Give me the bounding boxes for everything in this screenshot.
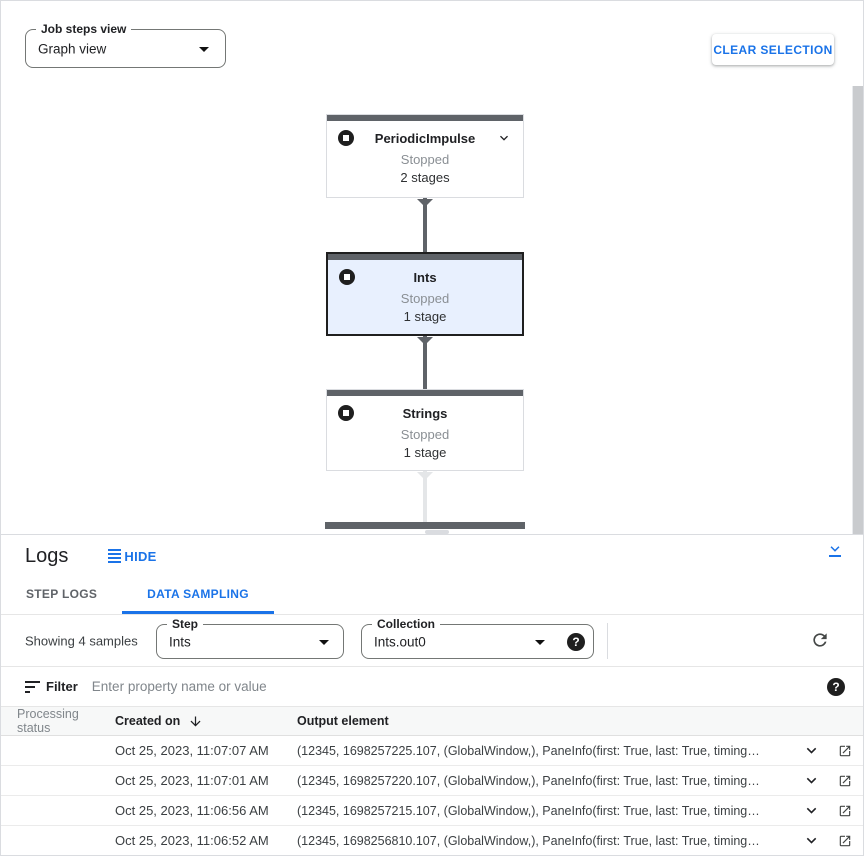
open-in-new-icon[interactable] — [838, 744, 852, 758]
created-on-cell: Oct 25, 2023, 11:07:01 AM — [115, 773, 269, 788]
expand-row-chevron-icon[interactable] — [802, 831, 821, 850]
horizontal-scrollbar[interactable] — [425, 530, 449, 534]
open-in-new-icon[interactable] — [838, 774, 852, 788]
column-output-element: Output element — [297, 714, 389, 728]
transform-icon — [338, 405, 354, 421]
table-row: Oct 25, 2023, 11:07:07 AM (12345, 169825… — [1, 736, 863, 766]
collection-select[interactable]: Collection Ints.out0 ? — [361, 617, 594, 659]
open-in-new-icon[interactable] — [838, 804, 852, 818]
graph-node-strings[interactable]: Strings Stopped 1 stage — [326, 389, 524, 471]
filter-input[interactable] — [91, 679, 827, 694]
node-title-spacer — [496, 405, 512, 421]
table-header: Processing status Created on Output elem… — [1, 707, 863, 736]
output-element-cell: (12345, 1698257220.107, (GlobalWindow,),… — [297, 773, 760, 788]
node-title: Ints — [413, 269, 437, 285]
clear-selection-button[interactable]: CLEAR SELECTION — [712, 34, 834, 65]
step-select[interactable]: Step Ints — [156, 617, 344, 659]
expand-row-chevron-icon[interactable] — [802, 771, 821, 790]
refresh-button[interactable] — [809, 630, 831, 652]
help-icon[interactable]: ? — [827, 677, 845, 696]
created-on-cell: Oct 25, 2023, 11:07:07 AM — [115, 743, 269, 758]
sampling-controls-row: Showing 4 samples Step Ints Collection I… — [1, 615, 863, 667]
table-row: Oct 25, 2023, 11:07:01 AM (12345, 169825… — [1, 766, 863, 796]
filter-label: Filter — [46, 679, 78, 694]
node-title: Strings — [402, 405, 448, 421]
node-top-bar — [327, 115, 523, 121]
refresh-icon — [813, 633, 827, 647]
chevron-down-icon[interactable] — [496, 130, 512, 146]
transform-icon — [339, 269, 355, 285]
hide-logs-button[interactable]: HIDE — [108, 549, 156, 564]
partial-node-top-bar — [325, 522, 525, 529]
output-element-cell: (12345, 1698256810.107, (GlobalWindow,),… — [297, 833, 760, 848]
node-top-bar — [328, 254, 522, 260]
table-row: Oct 25, 2023, 11:06:52 AM (12345, 169825… — [1, 826, 863, 855]
expand-row-chevron-icon[interactable] — [802, 741, 821, 760]
open-in-new-icon[interactable] — [838, 834, 852, 848]
node-status: Stopped — [400, 427, 450, 442]
graph-node-periodicimpulse[interactable]: PeriodicImpulse Stopped 2 stages — [326, 114, 524, 198]
logs-title: Logs — [25, 544, 69, 567]
node-stages: 1 stage — [403, 309, 447, 324]
output-element-cell: (12345, 1698257225.107, (GlobalWindow,),… — [297, 743, 760, 758]
graph-edge — [423, 336, 427, 389]
tab-data-sampling[interactable]: DATA SAMPLING — [122, 577, 274, 614]
filter-icon — [25, 680, 40, 693]
table-row: Oct 25, 2023, 11:06:56 AM (12345, 169825… — [1, 796, 863, 826]
showing-samples-text: Showing 4 samples — [25, 633, 138, 648]
column-created-on[interactable]: Created on — [115, 714, 297, 729]
column-processing-status: Processing status — [17, 707, 79, 735]
stack-lines-icon — [108, 549, 122, 563]
node-title: PeriodicImpulse — [374, 130, 476, 146]
job-steps-view-value: Graph view — [38, 41, 107, 56]
output-element-cell: (12345, 1698257215.107, (GlobalWindow,),… — [297, 803, 760, 818]
created-on-cell: Oct 25, 2023, 11:06:52 AM — [115, 833, 269, 848]
job-steps-view-label: Job steps view — [36, 22, 132, 37]
node-title-spacer — [495, 269, 511, 285]
transform-icon — [338, 130, 354, 146]
caret-down-icon — [199, 46, 209, 52]
graph-edge — [423, 471, 427, 523]
node-stages: 1 stage — [403, 445, 447, 460]
node-status: Stopped — [400, 152, 450, 167]
sort-arrow-down-icon — [188, 714, 203, 729]
collapse-panel-button[interactable] — [826, 544, 844, 557]
node-stages: 2 stages — [400, 170, 450, 185]
filter-row: Filter ? — [1, 667, 863, 707]
job-steps-view-select[interactable]: Job steps view Graph view — [25, 22, 226, 68]
help-icon[interactable]: ? — [567, 632, 585, 651]
divider — [607, 623, 608, 659]
logs-tabs: STEP LOGS DATA SAMPLING — [1, 577, 863, 615]
caret-down-icon — [319, 639, 329, 645]
collapse-down-icon — [830, 546, 840, 552]
logs-header: Logs HIDE — [1, 535, 863, 577]
node-status: Stopped — [400, 291, 450, 306]
graph-node-ints[interactable]: Ints Stopped 1 stage — [326, 252, 524, 336]
logs-panel: Logs HIDE STEP LOGS DATA SAMPLING Showin… — [1, 534, 863, 855]
tab-step-logs[interactable]: STEP LOGS — [26, 587, 98, 601]
node-top-bar — [327, 390, 523, 396]
caret-down-icon — [535, 639, 545, 645]
graph-edge — [423, 198, 427, 252]
created-on-cell: Oct 25, 2023, 11:06:56 AM — [115, 803, 269, 818]
vertical-scrollbar[interactable] — [852, 86, 863, 534]
expand-row-chevron-icon[interactable] — [802, 801, 821, 820]
